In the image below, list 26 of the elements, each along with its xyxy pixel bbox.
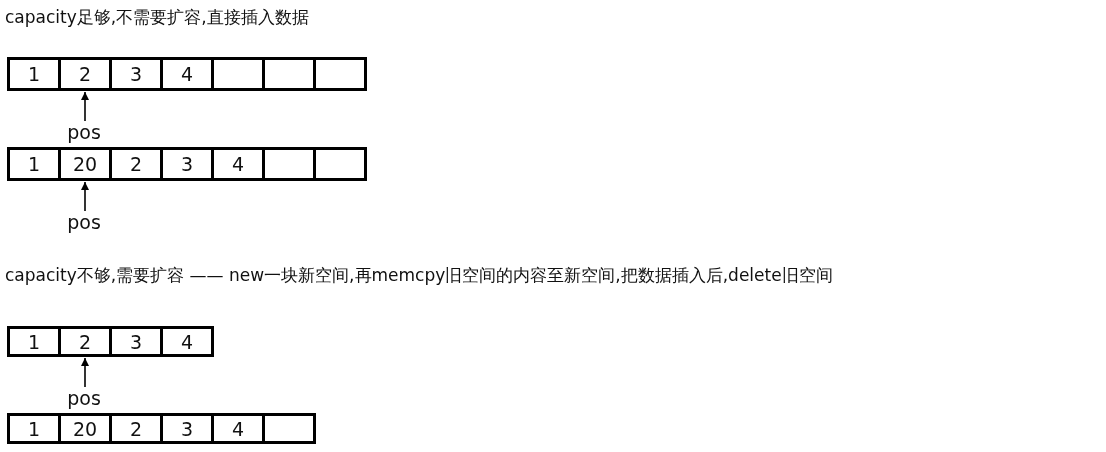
array-cell: 3	[160, 413, 214, 444]
array-cell: 3	[109, 326, 163, 357]
array-cell: 1	[7, 57, 61, 91]
array-cell: 2	[109, 413, 163, 444]
pointer-label: pos	[64, 211, 104, 233]
pointer-arrow	[81, 91, 89, 122]
array-cell: 2	[58, 57, 112, 91]
array-cell: 1	[7, 147, 61, 181]
pointer-arrow	[81, 181, 89, 212]
array-cell: 1	[7, 413, 61, 444]
array-cell: 20	[58, 147, 112, 181]
pointer-label: pos	[64, 121, 104, 143]
array-cell: 3	[160, 147, 214, 181]
array-cell: 1	[7, 326, 61, 357]
pointer-label: pos	[64, 387, 104, 409]
array-cell: 2	[58, 326, 112, 357]
array-cell: 4	[211, 147, 265, 181]
array-cell: 3	[109, 57, 163, 91]
array-cell: 4	[211, 413, 265, 444]
array-cell: 4	[160, 326, 214, 357]
array-cell: 4	[160, 57, 214, 91]
heading-note: capacity不够,需要扩容 —— new一块新空间,再memcpy旧空间的内容至新空间,把数据插入后,delete旧空间	[5, 264, 833, 287]
heading-note: capacity足够,不需要扩容,直接插入数据	[5, 6, 309, 29]
array-cell: 20	[58, 413, 112, 444]
pointer-arrow	[81, 357, 89, 388]
array-cell: 2	[109, 147, 163, 181]
